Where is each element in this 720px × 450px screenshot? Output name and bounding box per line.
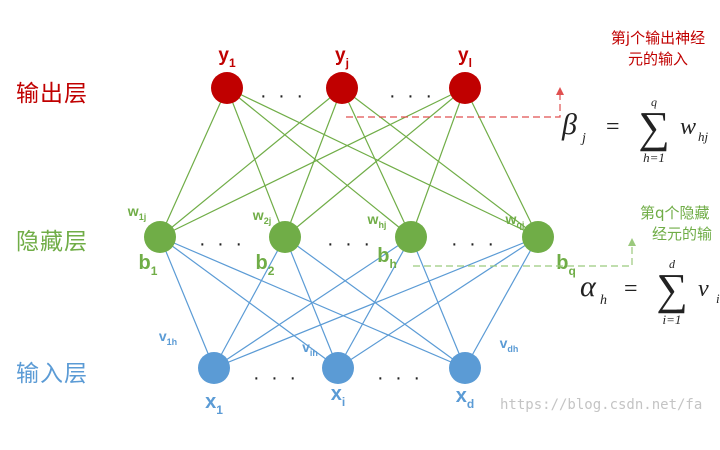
beta-formula-lhs-sub: j — [580, 131, 586, 146]
hidden-node-2 — [269, 221, 301, 253]
edge-input3-hidden4 — [464, 236, 539, 369]
input-label-1: x1 — [205, 391, 223, 417]
ellipsis-3: · · · — [199, 233, 245, 255]
bias-label-3: bh — [377, 245, 397, 271]
hidden-layer-label: 隐藏层 — [16, 229, 88, 255]
hidden-node-1 — [144, 221, 176, 253]
beta-formula-term: w — [680, 114, 696, 140]
guide-output-arrow — [556, 87, 564, 95]
ellipsis-5: · · · — [451, 233, 497, 255]
alpha-formula-upper: d — [669, 257, 676, 271]
alpha-formula-term: v — [698, 276, 709, 302]
output-label-1: y1 — [218, 45, 236, 70]
ellipsis-1: · · · — [260, 85, 306, 107]
edge-hidden3-output2 — [341, 87, 412, 238]
beta-formula-sum: ∑ — [638, 103, 669, 152]
ellipsis-7: · · · — [377, 367, 423, 389]
hidden-node-4 — [522, 221, 554, 253]
nodes — [144, 72, 554, 384]
beta-formula-lower: h=1 — [643, 150, 665, 165]
beta-formula-upper: q — [651, 95, 657, 109]
input-label-3: xd — [456, 385, 474, 411]
alpha-formula-equals: = — [624, 276, 638, 302]
output-node-2 — [326, 72, 358, 104]
weight-w-label-1: w1j — [127, 203, 146, 222]
edge-hidden4-output2 — [341, 87, 539, 238]
guide-hidden-line — [413, 244, 633, 267]
hidden-input-annotation-line2: 经元的输 — [652, 225, 713, 243]
edge-hidden3-output1 — [226, 87, 412, 238]
hidden-input-annotation: 第q个隐藏 经元的输 — [630, 203, 720, 245]
input-layer-label: 输入层 — [16, 361, 88, 387]
ellipsis-4: · · · — [327, 233, 373, 255]
alpha-formula-lhs-sub: h — [600, 293, 607, 308]
edge-hidden1-output1 — [159, 87, 228, 238]
ellipses: · · · · · · · · · · · · · · · · · · · · · — [199, 85, 497, 389]
bias-label-2: b2 — [256, 252, 275, 278]
node-labels: y1 yj yl b1 b2 bh bq w1j w2j whj wqj x1 xi xd v1h vih vd… — [127, 45, 576, 417]
alpha-formula-lower: i=1 — [663, 312, 682, 327]
edges — [159, 87, 539, 369]
input-label-2: xi — [331, 383, 345, 409]
output-input-annotation-line1: 第j个输出神经 — [610, 29, 706, 47]
ellipsis-6: · · · — [253, 367, 299, 389]
alpha-formula: αh = ∑d i=1 vih — [580, 257, 720, 327]
edge-input2-hidden4 — [337, 236, 539, 369]
input-node-1 — [198, 352, 230, 384]
input-node-3 — [449, 352, 481, 384]
weight-w-label-4: wqj — [505, 211, 525, 230]
weight-v-label-2: vih — [302, 339, 318, 358]
bias-label-4: bq — [556, 252, 576, 278]
output-node-1 — [211, 72, 243, 104]
weight-w-label-3: whj — [367, 211, 387, 230]
beta-formula-equals: = — [606, 114, 620, 140]
output-label-3: yl — [458, 45, 472, 70]
edge-hidden4-output1 — [226, 87, 539, 238]
weight-v-label-3: vdh — [500, 335, 519, 354]
edge-input1-hidden1 — [159, 236, 215, 369]
alpha-formula-term-sub: ih — [716, 291, 720, 306]
edge-input1-hidden2 — [213, 236, 286, 369]
hidden-input-annotation-line1: 第q个隐藏 — [640, 204, 710, 222]
alpha-formula-lhs: α — [580, 270, 597, 303]
edge-hidden4-output3 — [464, 87, 539, 238]
edge-hidden3-output3 — [410, 87, 466, 238]
weight-v-label-1: v1h — [159, 328, 177, 347]
output-node-3 — [449, 72, 481, 104]
alpha-formula-sum: ∑ — [656, 265, 687, 314]
edge-input1-hidden3 — [213, 236, 412, 369]
edge-input1-hidden4 — [213, 236, 539, 369]
edge-hidden1-output2 — [159, 87, 343, 238]
guide-lines — [346, 87, 636, 267]
beta-formula-lhs: β — [561, 108, 577, 141]
input-node-2 — [322, 352, 354, 384]
output-input-annotation: 第j个输出神经 元的输入 — [596, 28, 720, 70]
edge-hidden1-output3 — [159, 87, 466, 238]
edge-hidden2-output3 — [284, 87, 466, 238]
output-layer-label: 输出层 — [16, 81, 88, 107]
beta-formula-term-sub: hj — [698, 129, 709, 144]
hidden-node-3 — [395, 221, 427, 253]
ellipsis-2: · · · — [389, 85, 435, 107]
output-label-2: yj — [335, 45, 349, 70]
edge-hidden2-output2 — [284, 87, 343, 238]
edge-hidden2-output1 — [226, 87, 286, 238]
watermark: https://blog.csdn.net/fa — [500, 397, 703, 413]
guide-output-line — [346, 93, 561, 118]
output-input-annotation-line2: 元的输入 — [627, 50, 688, 68]
weight-w-label-2: w2j — [252, 207, 271, 226]
bias-label-1: b1 — [139, 252, 158, 278]
guide-hidden-arrow — [628, 238, 636, 246]
